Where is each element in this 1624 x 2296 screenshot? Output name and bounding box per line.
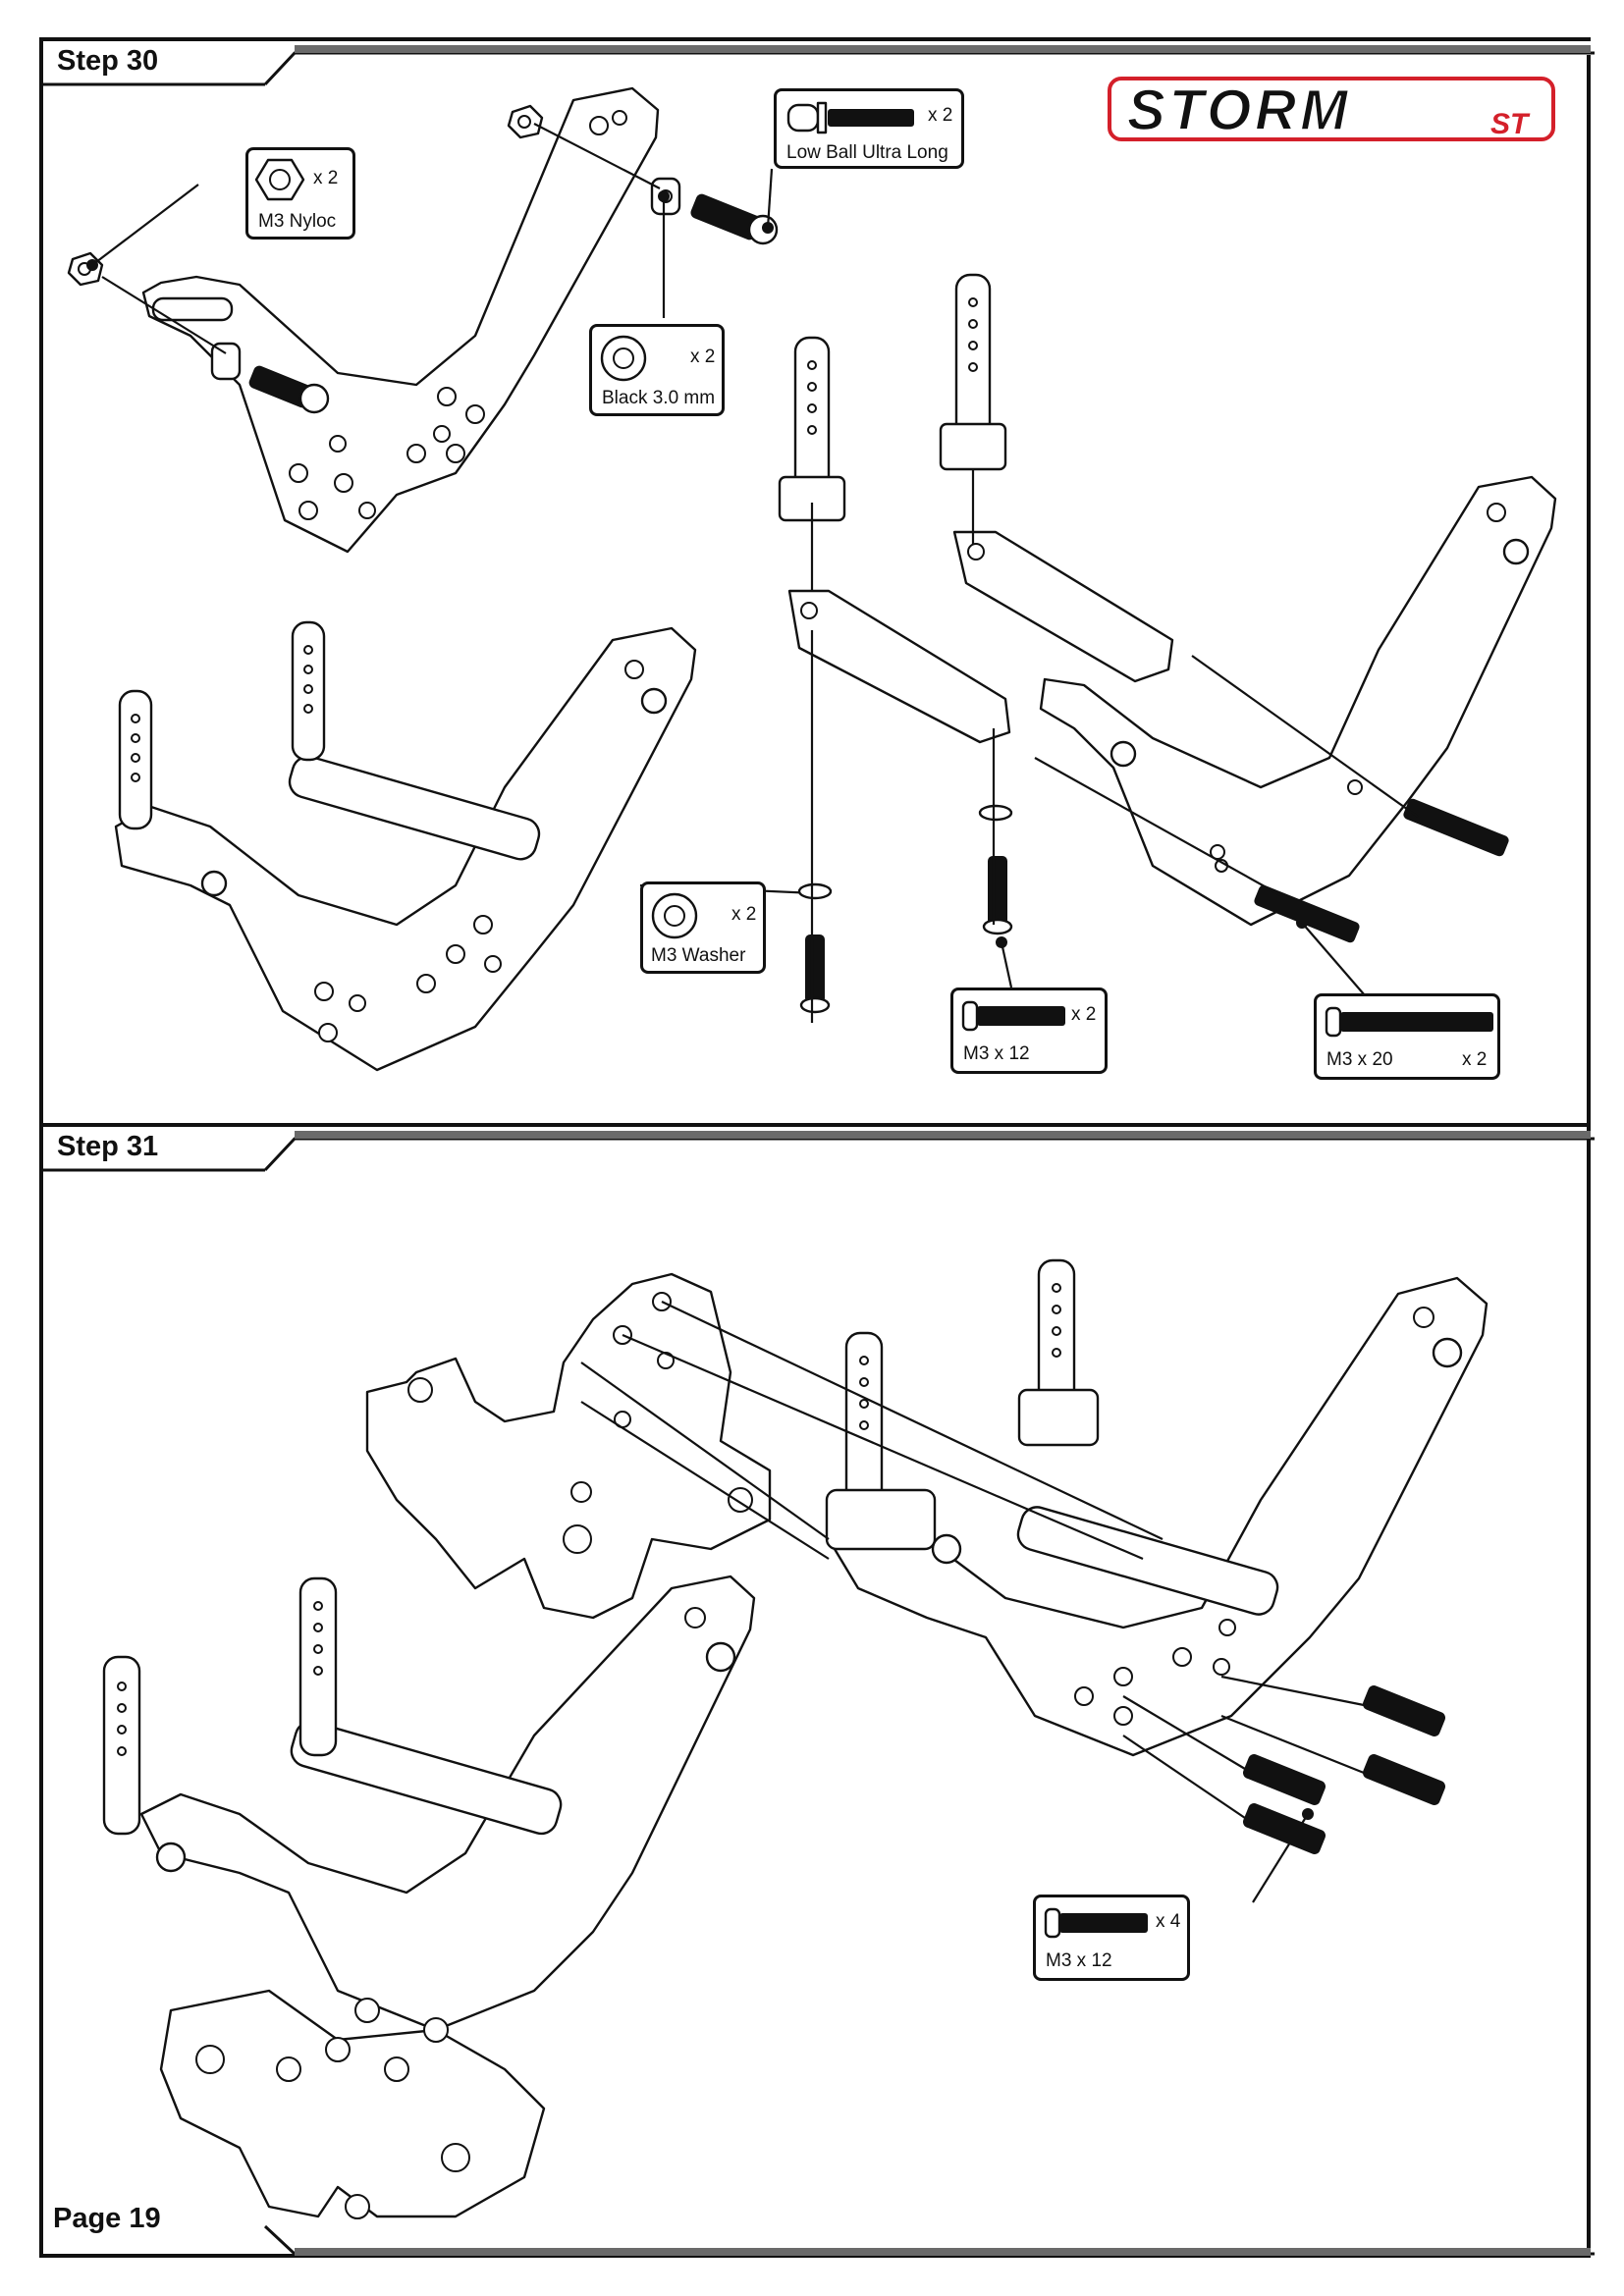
storm-st-logo: STORM ST [1108, 75, 1555, 143]
step-30-label: Step 30 [57, 45, 159, 77]
nut-icon [254, 158, 305, 201]
svg-text:STORM: STORM [1127, 79, 1351, 142]
washer-icon [651, 892, 698, 939]
part-box-m3-nyloc: x 2 M3 Nyloc [245, 147, 355, 240]
part-name-m3x12-step30: M3 x 12 [963, 1043, 1030, 1064]
part-qty-m3x12-step30: x 2 [1071, 1004, 1097, 1025]
part-box-low-ball-ultra-long: x 2 Low Ball Ultra Long [774, 88, 964, 169]
part-box-black-spacer: x 2 Black 3.0 mm [589, 324, 725, 416]
part-box-m3-washer: x 2 M3 Washer [640, 881, 766, 974]
spacer-icon [600, 335, 647, 382]
part-qty-m3x12-step31: x 4 [1156, 1911, 1181, 1932]
step-31-label: Step 31 [57, 1131, 159, 1162]
shock-tower-assembled [114, 620, 697, 1072]
bulkhead-top [365, 1272, 772, 1620]
part-qty-low-ball: x 2 [928, 105, 953, 126]
screw-icon [1044, 1907, 1148, 1939]
page-number: Page 19 [53, 2203, 161, 2234]
part-name-black-spacer: Black 3.0 mm [602, 388, 716, 408]
step-30-panel: Step 30 STORM ST x 2 M3 Nyloc x 2 Low Ba… [39, 37, 1595, 1127]
ball-stud-icon [786, 101, 914, 134]
storm-logo-graphic: STORM ST [1108, 77, 1555, 143]
part-name-m3x20: M3 x 20 [1326, 1049, 1393, 1070]
part-name-m3-nyloc: M3 Nyloc [258, 211, 337, 232]
step-31-panel: Step 31 x 4 M3 x 12 [39, 1123, 1595, 2258]
part-qty-m3x20: x 2 [1462, 1049, 1488, 1070]
svg-text:ST: ST [1490, 108, 1531, 140]
shock-mount-exploded [778, 273, 1557, 1023]
shock-tower-rear [580, 1258, 1489, 1854]
shock-tower-front [102, 1575, 756, 2219]
part-name-m3x12-step31: M3 x 12 [1046, 1950, 1112, 1971]
screw-icon [961, 1000, 1065, 1032]
screw-icon [1325, 1006, 1493, 1038]
part-qty-m3-washer: x 2 [731, 904, 757, 925]
shock-tower-exploded [67, 86, 779, 554]
part-box-m3x12-step31: x 4 M3 x 12 [1033, 1895, 1190, 1981]
part-box-m3x20: M3 x 20 x 2 [1314, 993, 1500, 1080]
step-30-diagram [43, 41, 1595, 1072]
part-box-m3x12-step30: x 2 M3 x 12 [950, 988, 1108, 1074]
part-name-low-ball: Low Ball Ultra Long [786, 142, 948, 163]
part-name-m3-washer: M3 Washer [651, 945, 746, 966]
step-31-diagram [43, 1131, 1595, 2256]
part-qty-m3-nyloc: x 2 [313, 168, 339, 188]
part-qty-black-spacer: x 2 [690, 347, 716, 367]
